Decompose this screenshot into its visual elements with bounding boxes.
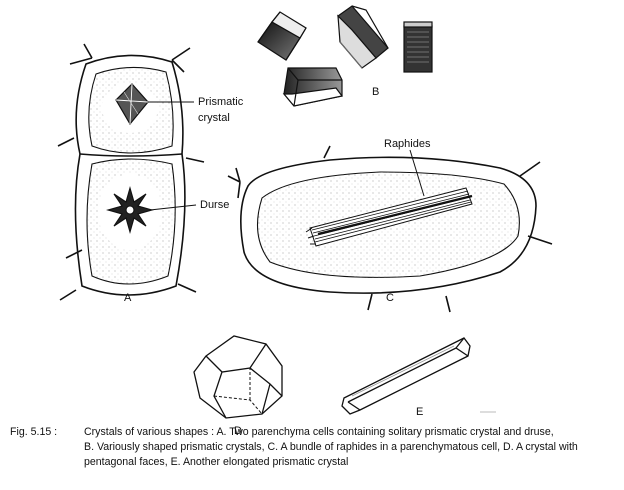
panel-d-crystal xyxy=(193,335,283,419)
raphides-leader-line xyxy=(409,149,425,197)
figure-caption: Fig. 5.15 : Crystals of various shapes : … xyxy=(10,425,616,470)
caption-body: Crystals of various shapes : A. Two pare… xyxy=(84,425,614,470)
druse-leader-line xyxy=(149,204,197,211)
caption-line-1: Crystals of various shapes : A. Two pare… xyxy=(84,426,554,438)
panel-label-e: E xyxy=(416,406,424,418)
panel-b-crystal-2 xyxy=(337,5,389,69)
panel-label-a: A xyxy=(124,292,132,304)
panel-b-crystal-3 xyxy=(282,67,344,107)
panel-label-c: C xyxy=(386,292,394,304)
label-raphides: Raphides xyxy=(384,138,431,150)
caption-prefix: Fig. 5.15 : xyxy=(10,426,58,438)
raphide-bundle-icon xyxy=(305,187,473,247)
panel-label-b: B xyxy=(372,86,380,98)
panel-b-crystal-1 xyxy=(257,11,307,61)
caption-line-2: B. Variously shaped prismatic crystals, … xyxy=(84,441,578,453)
label-prismatic-line1: Prismatic xyxy=(198,96,244,108)
caption-line-3: pentagonal faces, E. Another elongated p… xyxy=(84,456,349,468)
label-prismatic-line2: crystal xyxy=(198,112,230,124)
label-druse: Durse xyxy=(200,199,230,211)
panel-label-d: D xyxy=(234,425,242,437)
panel-e-crystal xyxy=(341,337,471,415)
prismatic-crystal-icon xyxy=(115,83,149,126)
druse-crystal-icon xyxy=(105,185,155,235)
panel-b-crystal-4 xyxy=(403,21,433,73)
